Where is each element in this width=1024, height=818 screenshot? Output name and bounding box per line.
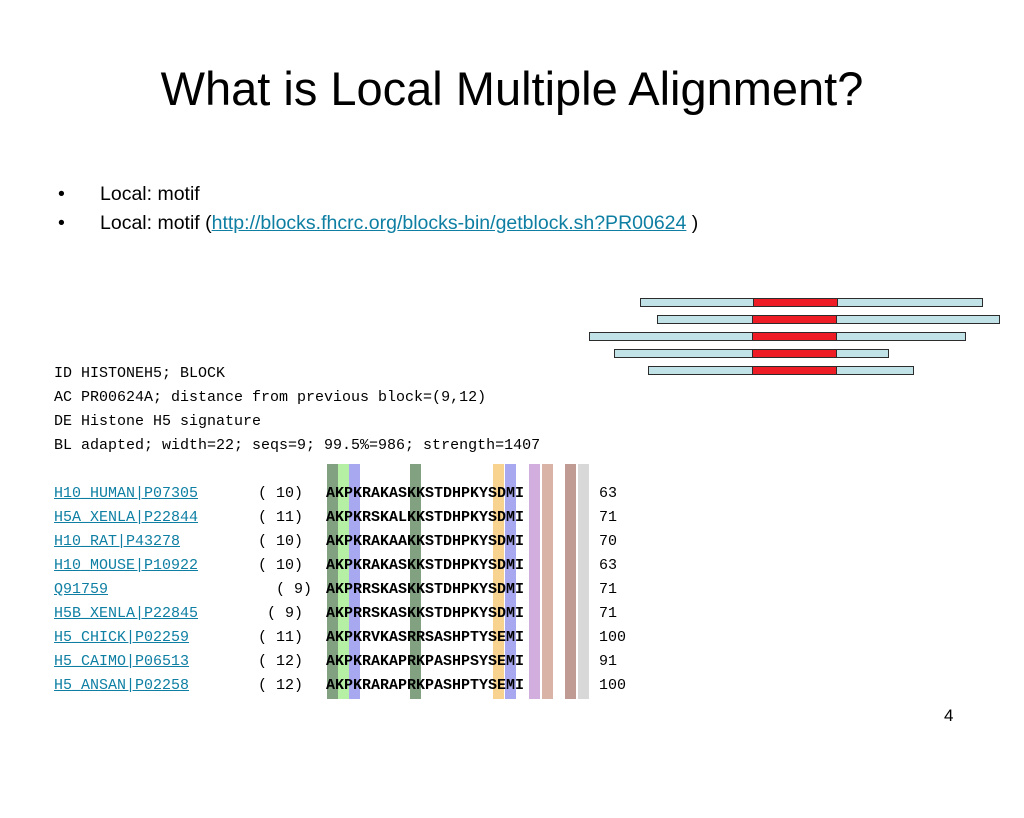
block-bl-line: BL adapted; width=22; seqs=9; 99.5%=986;… <box>54 437 541 454</box>
sequence-motif: AKPKRARAPRKPASHPTYSEMI <box>326 677 525 694</box>
conserved-column <box>565 464 576 699</box>
alignment-row: Q91759 ( 9) AKPRRSKASKKSTDHPKYSDMI 71 <box>54 578 617 602</box>
conserved-column <box>410 464 421 699</box>
alignment-row: H5_ANSAN|P02258 ( 12) AKPKRARAPRKPASHPTY… <box>54 674 626 698</box>
sequence-motif: AKPKRAKASKKSTDHPKYSDMI <box>326 557 525 574</box>
bullet-text-suffix: ) <box>686 212 699 234</box>
sequence-motif: AKPKRAKASKKSTDHPKYSDMI <box>326 485 525 502</box>
sequence-bar <box>640 298 983 307</box>
alignment-rows: H10_HUMAN|P07305 ( 10) AKPKRAKASKKSTDHPK… <box>54 482 626 698</box>
bullet-text: Local: motif ( <box>100 212 212 234</box>
conserved-column <box>505 464 516 699</box>
sequence-motif: AKPKRAKAAKKSTDHPKYSDMI <box>326 533 525 550</box>
sequence-link[interactable]: H5_ANSAN|P02258 <box>54 677 190 694</box>
blocks-url-link[interactable]: http://blocks.fhcrc.org/blocks-bin/getbl… <box>211 212 687 234</box>
sequence-offset: ( 12) <box>258 677 304 694</box>
slide-number: 4 <box>944 706 954 725</box>
sequence-offset: ( 10) <box>258 557 304 574</box>
bullet-item: Local: motif (http://blocks.fhcrc.org/bl… <box>58 209 698 238</box>
conserved-column <box>338 464 349 699</box>
sequence-offset: ( 10) <box>258 533 304 550</box>
block-de-line: DE Histone H5 signature <box>54 413 262 430</box>
slide-title: What is Local Multiple Alignment? <box>160 62 864 115</box>
sequence-score: 100 <box>599 677 627 694</box>
conserved-column <box>327 464 338 699</box>
sequence-score: 63 <box>599 557 618 574</box>
bullet-text: Local: motif <box>100 183 200 205</box>
sequence-bar <box>589 332 966 341</box>
alignment-row: H10_MOUSE|P10922 ( 10) AKPKRAKASKKSTDHPK… <box>54 554 617 578</box>
alignment-row: H10_HUMAN|P07305 ( 10) AKPKRAKASKKSTDHPK… <box>54 482 617 506</box>
bullet-item: Local: motif <box>58 180 698 209</box>
sequence-bar <box>648 366 914 375</box>
alignment-row: H10_RAT|P43278 ( 10) AKPKRAKAAKKSTDHPKYS… <box>54 530 617 554</box>
sequence-link[interactable]: H10_HUMAN|P07305 <box>54 485 199 502</box>
motif-segment <box>753 298 838 307</box>
sequence-offset: ( 11) <box>258 629 304 646</box>
sequence-link[interactable]: H10_RAT|P43278 <box>54 533 181 550</box>
sequence-bar <box>657 315 1000 324</box>
block-ac-line: AC PR00624A; distance from previous bloc… <box>54 389 487 406</box>
alignment-row: H5_CHICK|P02259 ( 11) AKPKRVKASRRSASHPTY… <box>54 626 626 650</box>
sequence-score: 63 <box>599 485 618 502</box>
motif-segment <box>752 349 837 358</box>
sequence-offset: ( 10) <box>258 485 304 502</box>
block-id-line: ID HISTONEH5; BLOCK <box>54 365 226 382</box>
sequence-score: 70 <box>599 533 618 550</box>
motif-segment <box>752 366 837 375</box>
conserved-column <box>493 464 504 699</box>
sequence-offset: ( 11) <box>258 509 304 526</box>
sequence-link[interactable]: H5_CAIMO|P06513 <box>54 653 190 670</box>
conserved-column <box>578 464 589 699</box>
alignment-row: H5A_XENLA|P22844 ( 11) AKPKRSKALKKSTDHPK… <box>54 506 617 530</box>
alignment-row: H5B_XENLA|P22845 ( 9) AKPRRSKASKKSTDHPKY… <box>54 602 617 626</box>
bullet-list: Local: motif Local: motif (http://blocks… <box>58 180 698 238</box>
sequence-score: 91 <box>599 653 618 670</box>
sequence-link[interactable]: H10_MOUSE|P10922 <box>54 557 199 574</box>
sequence-link[interactable]: H5B_XENLA|P22845 <box>54 605 199 622</box>
sequence-motif: AKPKRSKALKKSTDHPKYSDMI <box>326 509 525 526</box>
sequence-motif: AKPKRAKAPRKPASHPSYSEMI <box>326 653 525 670</box>
sequence-offset: ( 12) <box>258 653 304 670</box>
sequence-link[interactable]: H5_CHICK|P02259 <box>54 629 190 646</box>
sequence-link[interactable]: H5A_XENLA|P22844 <box>54 509 199 526</box>
conserved-column <box>542 464 553 699</box>
sequence-motif: AKPKRVKASRRSASHPTYSEMI <box>326 629 525 646</box>
sequence-motif: AKPRRSKASKKSTDHPKYSDMI <box>326 605 525 622</box>
blocks-record: ID HISTONEH5; BLOCK AC PR00624A; distanc… <box>54 362 626 694</box>
conserved-column <box>529 464 540 699</box>
motif-segment <box>752 315 837 324</box>
sequence-bar <box>614 349 889 358</box>
conserved-column <box>349 464 360 699</box>
sequence-score: 100 <box>599 629 627 646</box>
motif-segment <box>752 332 837 341</box>
sequence-score: 71 <box>599 605 618 622</box>
sequence-motif: AKPRRSKASKKSTDHPKYSDMI <box>326 581 525 598</box>
sequence-link[interactable]: Q91759 <box>54 581 109 598</box>
alignment-row: H5_CAIMO|P06513 ( 12) AKPKRAKAPRKPASHPSY… <box>54 650 617 674</box>
sequence-offset: ( 9) <box>258 605 304 622</box>
sequence-score: 71 <box>599 581 618 598</box>
sequence-offset: ( 9) <box>258 581 313 598</box>
sequence-score: 71 <box>599 509 618 526</box>
